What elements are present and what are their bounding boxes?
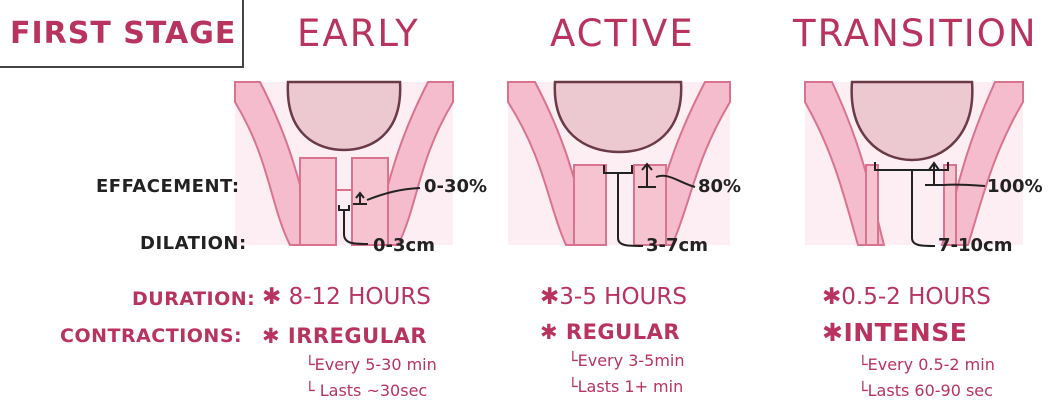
transition-effacement-value: 100%: [987, 176, 1043, 197]
early-duration: ✱ 8-12 HOURS: [262, 284, 431, 310]
early-effacement-value: 0-30%: [424, 176, 487, 197]
active-duration: ✱3-5 HOURS: [540, 284, 687, 310]
stage-title-active: ACTIVE: [550, 12, 695, 55]
early-contraction-frequency: └Every 5-30 min: [305, 355, 437, 374]
transition-duration: ✱0.5-2 HOURS: [822, 284, 991, 310]
effacement-row-label: EFFACEMENT:: [96, 176, 240, 197]
active-effacement-value: 80%: [698, 176, 741, 197]
transition-contraction-frequency: └Every 0.5-2 min: [858, 355, 995, 374]
transition-cervix-illustration: [805, 82, 1023, 246]
active-contraction-length: └Lasts 1+ min: [568, 377, 683, 396]
active-cervix-illustration: [508, 82, 730, 246]
active-contractions: ✱ REGULAR: [540, 320, 680, 344]
early-dilation-value: 0-3cm: [373, 235, 435, 256]
duration-row-label: DURATION:: [132, 288, 255, 310]
early-cervix-illustration: [235, 82, 453, 245]
contractions-row-label: CONTRACTIONS:: [60, 325, 242, 347]
transition-contractions: ✱INTENSE: [822, 318, 967, 347]
active-dilation-value: 3-7cm: [646, 235, 708, 256]
dilation-row-label: DILATION:: [140, 233, 247, 254]
transition-contraction-length: └Lasts 60-90 sec: [858, 381, 993, 400]
early-contractions: ✱ IRREGULAR: [262, 324, 427, 348]
early-contraction-length: └ Lasts ~30sec: [305, 381, 427, 400]
transition-dilation-value: 7-10cm: [938, 235, 1012, 256]
page-title: FIRST STAGE: [10, 16, 236, 51]
stage-title-early: EARLY: [297, 12, 420, 55]
active-contraction-frequency: └Every 3-5min: [568, 351, 685, 370]
stage-title-transition: TRANSITION: [793, 12, 1038, 55]
